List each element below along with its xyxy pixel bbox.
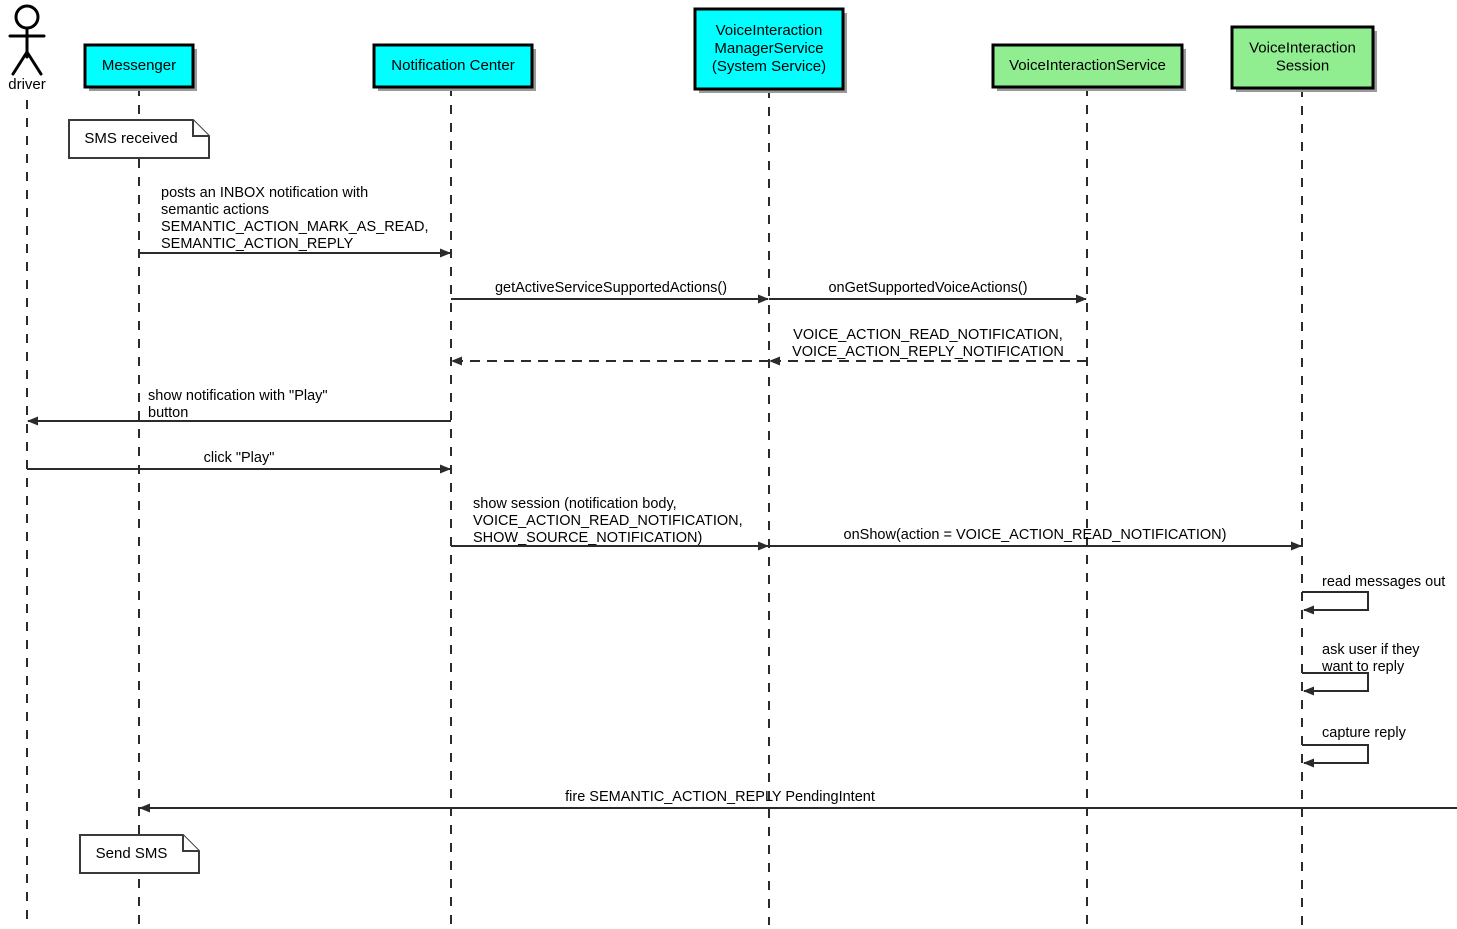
- participant-label: VoiceInteractionService: [1009, 57, 1166, 74]
- actor-leg-left: [11, 50, 29, 76]
- note-text: Send SMS: [96, 845, 168, 862]
- note-body: [68, 119, 210, 159]
- participant-label: VoiceInteraction: [716, 22, 823, 39]
- self-call-arrow: [1302, 744, 1369, 768]
- participant-box-fill: [1230, 25, 1375, 90]
- message-msg-on-show[interactable]: onShow(action = VOICE_ACTION_READ_NOTIFI…: [769, 527, 1302, 551]
- participant-label: ManagerService: [714, 40, 823, 57]
- participant-box-fill: [372, 43, 534, 89]
- note-body: [79, 834, 200, 874]
- message-label: VOICE_ACTION_REPLY_NOTIFICATION: [792, 344, 1064, 360]
- participant-box-fill: [991, 43, 1184, 89]
- actors-layer: driver: [8, 4, 46, 93]
- self-call-label: read messages out: [1322, 574, 1445, 590]
- participant-label: Session: [1276, 57, 1329, 74]
- message-msg-post-inbox-notification[interactable]: posts an INBOX notification withsemantic…: [139, 185, 451, 258]
- message-label: show session (notification body,: [473, 496, 677, 512]
- self-call-arrow: [1302, 591, 1369, 615]
- message-msg-return-voice-actions[interactable]: VOICE_ACTION_READ_NOTIFICATION,VOICE_ACT…: [769, 327, 1087, 366]
- message-label: onGetSupportedVoiceActions(): [828, 280, 1027, 296]
- message-msg-on-get-supported-voice-actions[interactable]: onGetSupportedVoiceActions(): [769, 280, 1087, 304]
- message-label: fire SEMANTIC_ACTION_REPLY PendingIntent: [565, 789, 875, 805]
- participant-box-voice-interaction-service[interactable]: VoiceInteractionService: [991, 43, 1186, 91]
- note-note-sms-received: SMS received: [68, 119, 210, 159]
- message-msg-get-active-service-supported-actions[interactable]: getActiveServiceSupportedActions(): [451, 280, 769, 304]
- message-label: semantic actions: [161, 202, 269, 218]
- message-label: getActiveServiceSupportedActions(): [495, 280, 727, 296]
- message-label: show notification with "Play": [148, 388, 328, 404]
- message-msg-fire-semantic-action-reply[interactable]: fire SEMANTIC_ACTION_REPLY PendingIntent: [139, 789, 1457, 813]
- message-msg-click-play[interactable]: click "Play": [27, 450, 451, 474]
- note-note-send-sms: Send SMS: [79, 834, 200, 874]
- messages-layer: posts an INBOX notification withsemantic…: [27, 185, 1457, 813]
- note-fold-corner: [192, 120, 209, 137]
- message-label: SHOW_SOURCE_NOTIFICATION): [473, 530, 702, 546]
- message-label: onShow(action = VOICE_ACTION_READ_NOTIFI…: [844, 527, 1227, 543]
- message-label: SEMANTIC_ACTION_MARK_AS_READ,: [161, 219, 429, 235]
- note-text: SMS received: [84, 130, 177, 147]
- participant-label: Messenger: [102, 57, 176, 74]
- participant-box-fill: [83, 43, 195, 89]
- note-fold-corner: [182, 835, 199, 852]
- message-msg-show-notification-play[interactable]: show notification with "Play"button: [27, 388, 451, 426]
- message-label: button: [148, 405, 188, 421]
- message-label: SEMANTIC_ACTION_REPLY: [161, 236, 354, 252]
- self-call-selfcall-capture-reply[interactable]: capture reply: [1302, 725, 1407, 768]
- self-call-label: capture reply: [1322, 725, 1407, 741]
- self-call-label: ask user if they: [1322, 642, 1420, 658]
- self-call-selfcall-read-messages-out[interactable]: read messages out: [1302, 574, 1445, 615]
- message-label: click "Play": [204, 450, 275, 466]
- participant-box-notification-center[interactable]: Notification Center: [372, 43, 536, 91]
- message-label: VOICE_ACTION_READ_NOTIFICATION,: [473, 513, 743, 529]
- actor-head-icon: [14, 4, 40, 30]
- participant-box-messenger[interactable]: Messenger: [83, 43, 197, 91]
- participant-box-fill: [693, 7, 845, 91]
- actor-leg-right: [25, 50, 43, 76]
- message-msg-show-session[interactable]: show session (notification body,VOICE_AC…: [451, 496, 769, 551]
- self-call-label: want to reply: [1321, 659, 1405, 675]
- actor-label: driver: [8, 76, 46, 93]
- participants-layer: Messenger Notification Center VoiceInterac…: [83, 7, 1377, 93]
- lifelines-layer: [26, 87, 1303, 925]
- message-label: VOICE_ACTION_READ_NOTIFICATION,: [793, 327, 1063, 343]
- participant-label: VoiceInteraction: [1249, 39, 1356, 56]
- participant-label: Notification Center: [391, 57, 514, 74]
- message-label: posts an INBOX notification with: [161, 185, 368, 201]
- self-call-arrow: [1302, 672, 1369, 696]
- actor-driver[interactable]: driver: [8, 4, 46, 93]
- participant-label: (System Service): [712, 58, 826, 75]
